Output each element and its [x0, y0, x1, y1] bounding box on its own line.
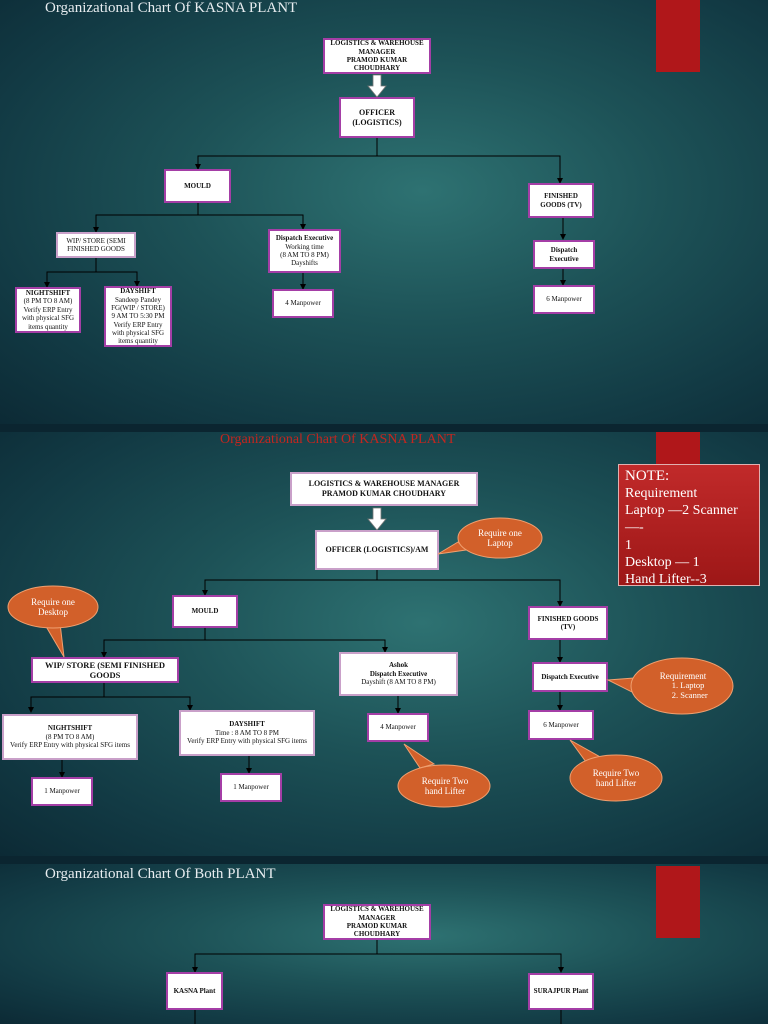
- connector-lines: [44, 74, 566, 290]
- slide-title: Organizational Chart Of KASNA PLANT: [45, 0, 298, 16]
- finished-goods-box: FINISHED GOODS(TV): [528, 606, 608, 640]
- dispatch-executive-mould-box: Ashok Dispatch Executive Dayshift (8 AM …: [339, 652, 458, 696]
- officer-box: OFFICER(LOGISTICS): [339, 97, 415, 138]
- nightshift-box: NIGHTSHIFT (8 PM TO 8 AM) Verify ERP Ent…: [15, 287, 81, 333]
- callout-requirement: Requirement Laptop Scanner: [606, 657, 736, 718]
- connector-lines: [28, 507, 563, 778]
- red-accent-bar: [656, 432, 700, 470]
- callout-require-lifter-mould: Require Two hand Lifter: [397, 740, 493, 810]
- red-accent-bar: [656, 0, 700, 72]
- dayshift-box: DAYSHIFT Sandeep Pandey FG(WIP / STORE) …: [104, 286, 172, 347]
- callout-require-laptop: Require one Laptop: [437, 514, 554, 574]
- manpower-mould-box: 4 Manpower: [272, 289, 334, 318]
- nightshift-box: NIGHTSHIFT (8 PM TO 8 AM) Verify ERP Ent…: [2, 714, 138, 760]
- manpower-mould-box: 4 Manpower: [367, 713, 429, 742]
- callout-shape: [606, 657, 734, 715]
- slide-title: Organizational Chart Of Both PLANT: [45, 866, 276, 882]
- callout-require-lifter-fg: Require Two hand Lifter: [568, 738, 664, 808]
- kasna-plant-box: KASNA Plant: [166, 972, 223, 1010]
- callout-shape: [569, 739, 663, 802]
- slide-3: Organizational Chart Of Both PLANT LOGIS…: [0, 864, 768, 1024]
- callout-require-desktop: Require one Desktop: [6, 585, 106, 658]
- mould-box: MOULD: [164, 169, 231, 203]
- dayshift-box: DAYSHIFT Time : 8 AM TO 8 PM Verify ERP …: [179, 710, 315, 756]
- slide-1: Organizational Chart Of KASNA PLANT LOGI…: [0, 0, 768, 424]
- manpower-night-box: 1 Manpower: [31, 777, 93, 806]
- manpower-fg-box: 6 Manpower: [533, 285, 595, 314]
- note-box: NOTE: Requirement Laptop —2 Scanner —- 1…: [618, 464, 760, 587]
- callout-shape: [397, 743, 491, 808]
- manpower-fg-box: 6 Manpower: [528, 710, 594, 740]
- slide-gap: [0, 856, 768, 864]
- slide-gap: [0, 424, 768, 432]
- manpower-day-box: 1 Manpower: [220, 773, 282, 802]
- officer-box: OFFICER (LOGISTICS)/AM: [315, 530, 439, 570]
- red-accent-bar: [656, 866, 700, 938]
- mould-box: MOULD: [172, 595, 238, 628]
- surajpur-plant-box: SURAJPUR Plant: [528, 973, 594, 1010]
- dispatch-executive-fg-box: Dispatch Executive: [532, 662, 608, 692]
- dispatch-executive-mould-box: Dispatch Executive Working time (8 AM TO…: [268, 229, 341, 273]
- callout-shape: [437, 517, 543, 559]
- slide-2: Organizational Chart Of KASNA PLANT LOGI…: [0, 432, 768, 856]
- callout-shape: [7, 585, 99, 658]
- connector-lines: [192, 940, 564, 1024]
- slide-title: Organizational Chart Of KASNA PLANT: [220, 432, 456, 447]
